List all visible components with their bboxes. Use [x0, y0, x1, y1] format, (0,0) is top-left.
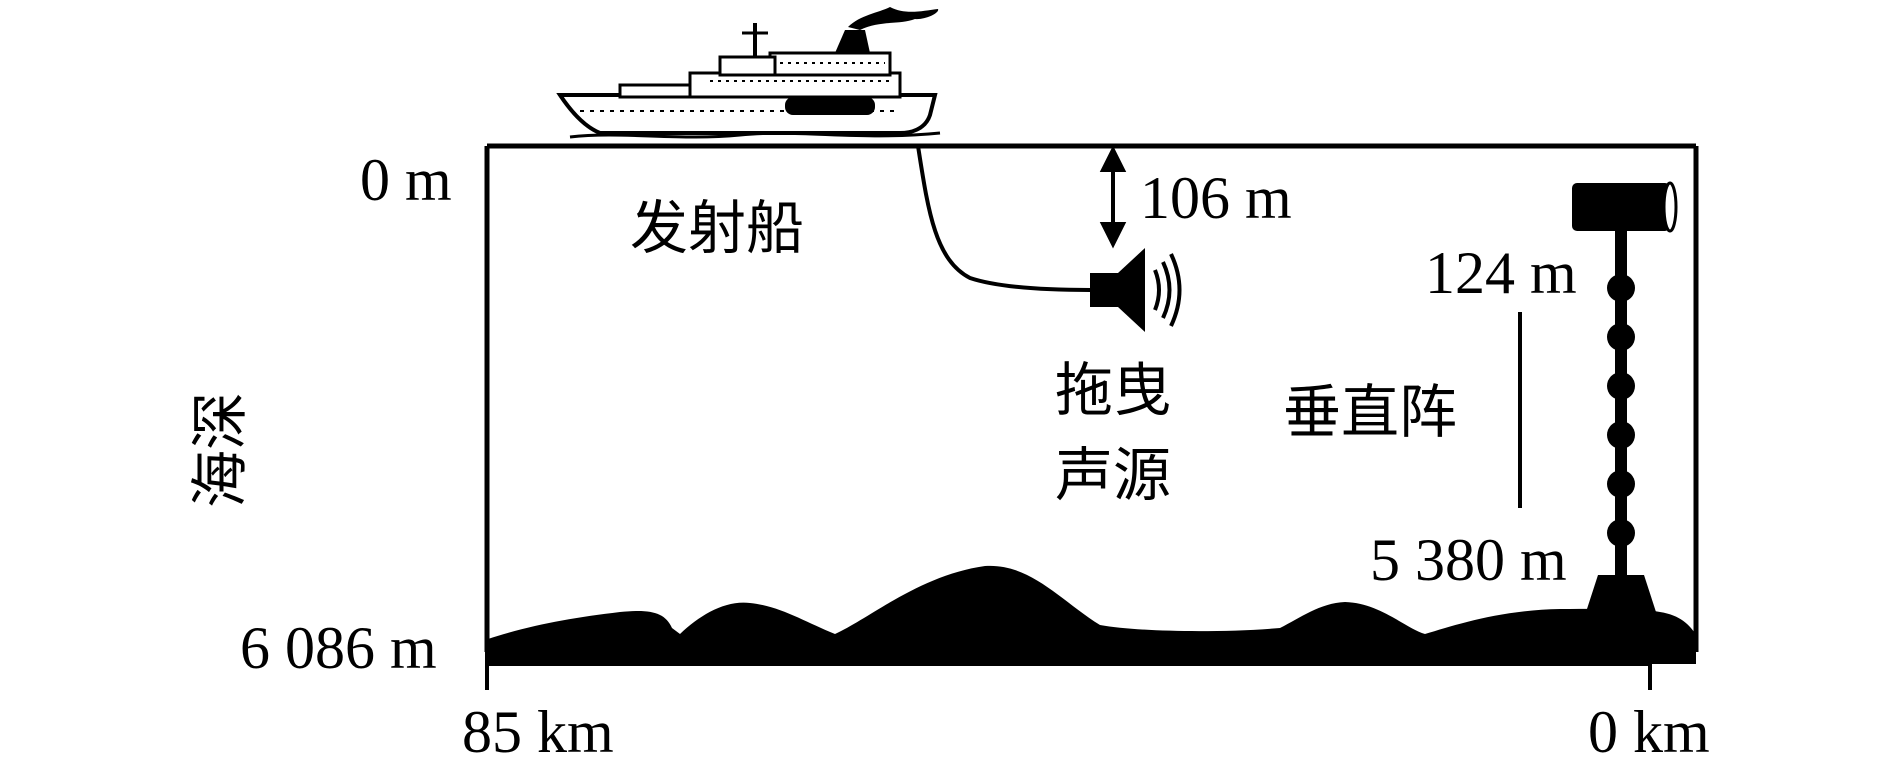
- range-right-label: 0 km: [1588, 699, 1710, 760]
- array-label: 垂直阵: [1283, 380, 1457, 445]
- ship-label: 发射船: [630, 196, 804, 261]
- depth-axis-label: 海深: [188, 392, 253, 508]
- ship-icon: [556, 7, 941, 139]
- speaker-icon: [1090, 248, 1182, 332]
- depth-top-label: 0 m: [360, 147, 452, 213]
- array-top-label: 124 m: [1425, 240, 1577, 306]
- depth-bottom-label: 6 086 m: [240, 615, 437, 681]
- tow-cable: [916, 145, 1091, 292]
- ocean-frame: [484, 143, 1699, 652]
- source-label-line2: 声源: [1055, 443, 1171, 508]
- array-bottom-label: 5 380 m: [1370, 527, 1567, 593]
- range-axis: [485, 648, 1652, 690]
- range-left-label: 85 km: [462, 699, 614, 760]
- source-label-line1: 拖曳: [1055, 358, 1171, 423]
- source-depth-arrow: [1099, 145, 1127, 249]
- seabed-terrain: [485, 565, 1696, 664]
- vertical-array-icon: [1572, 181, 1678, 612]
- source-depth-label: 106 m: [1140, 165, 1292, 231]
